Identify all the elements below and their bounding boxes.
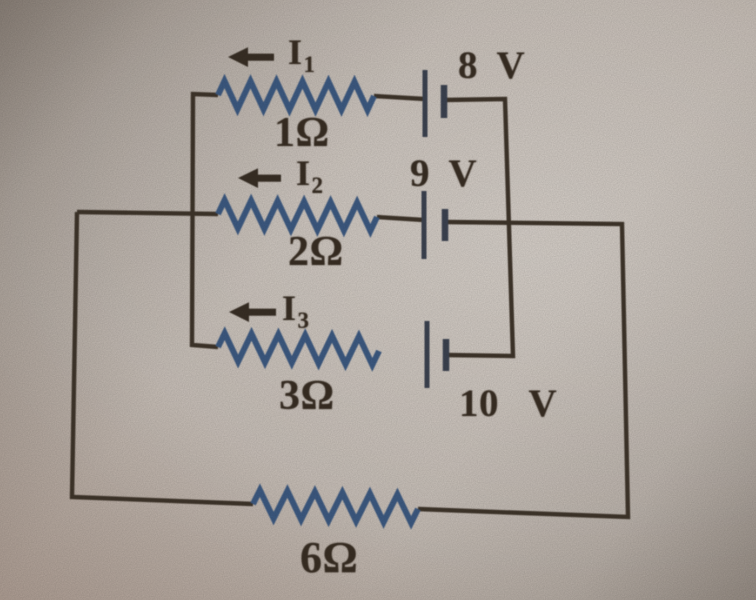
resistor-1ohm-zigzag xyxy=(215,73,377,118)
battery-label-8v: 8 V xyxy=(458,44,526,87)
i2-left-arrow-icon xyxy=(238,168,281,188)
i1-left-arrow-icon xyxy=(228,47,274,67)
resistor-label-3ohm: 3Ω xyxy=(279,373,335,419)
current-symbol: I xyxy=(296,153,311,193)
current-label-i1: I1 xyxy=(288,32,316,76)
i3-left-arrow-icon xyxy=(229,302,276,322)
wire-branch1-to-battery xyxy=(373,93,426,102)
resistor-6ohm-zigzag xyxy=(250,483,421,530)
current-label-i2: I2 xyxy=(296,153,324,197)
battery-label-9v: 9 V xyxy=(410,152,478,195)
current-subscript: 3 xyxy=(297,308,310,334)
battery-group xyxy=(421,70,450,388)
battery-10v xyxy=(424,321,450,388)
resistor-2ohm-zigzag xyxy=(215,193,380,238)
wire-inner-right-bus xyxy=(443,96,516,359)
wire-branch2-left xyxy=(76,209,219,217)
wire-left-outer-loop xyxy=(69,211,254,507)
battery-8v xyxy=(422,70,448,137)
resistor-label-6ohm: 6Ω xyxy=(300,533,359,582)
current-symbol: I xyxy=(282,288,297,328)
wire-group xyxy=(69,91,631,520)
current-symbol: I xyxy=(288,32,303,72)
battery-9v xyxy=(421,191,449,259)
battery-label-10v: 10 V xyxy=(459,382,558,425)
wire-right-outer-loop xyxy=(417,219,631,520)
wire-branch2-to-battery xyxy=(376,214,425,223)
wire-inner-left-bus xyxy=(189,91,219,350)
resistor-3ohm-zigzag xyxy=(215,326,382,372)
current-label-i3: I3 xyxy=(282,288,310,332)
resistor-label-2ohm: 2Ω xyxy=(288,229,344,275)
current-subscript: 2 xyxy=(311,173,324,199)
resistor-label-1ohm: 1Ω xyxy=(274,110,330,156)
current-subscript: 1 xyxy=(303,52,316,78)
